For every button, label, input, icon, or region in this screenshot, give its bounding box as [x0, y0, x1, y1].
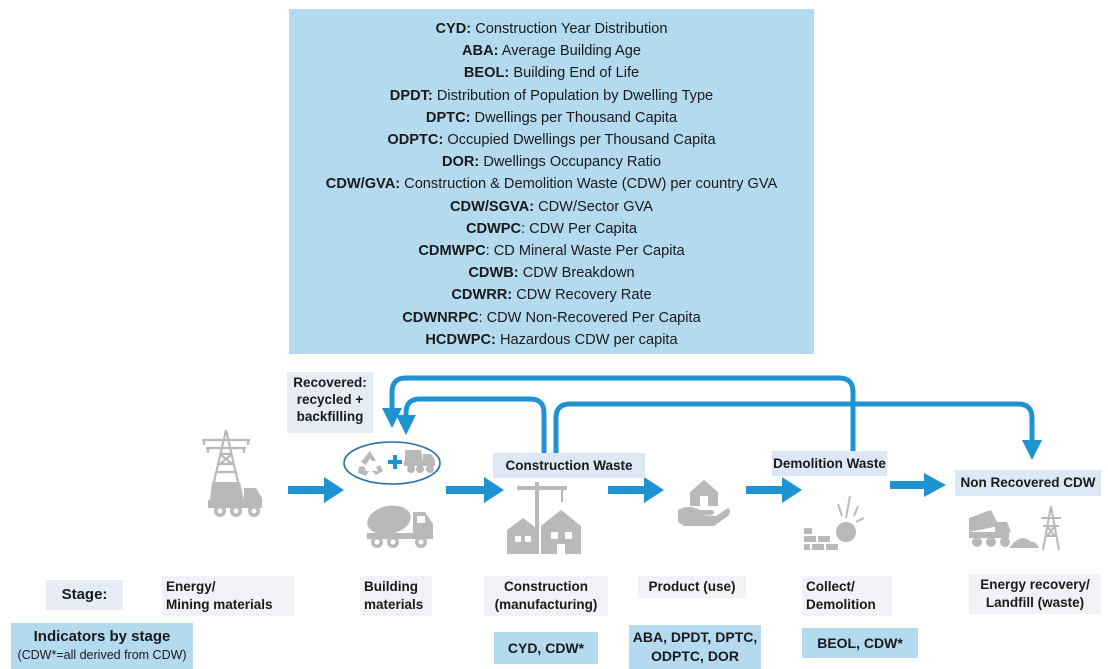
demolition-to-recovered-arrow: [382, 375, 856, 455]
flow-arrow-1: [288, 477, 344, 503]
recycle-icon: [358, 451, 383, 476]
legend-description: Construction & Demolition Waste (CDW) pe…: [400, 176, 778, 193]
legend-abbr: DPDT:: [389, 87, 433, 104]
legend-description: Occupied Dwellings per Thousand Capita: [443, 132, 716, 149]
legend-abbr: CDWRR:: [451, 287, 513, 304]
indicators-note: (CDW*=all derived from CDW): [17, 648, 187, 662]
legend-row: CDWPC: CDW Per Capita: [289, 218, 814, 240]
landfill-icon: [969, 505, 1061, 551]
demolition-waste-label: Demolition Waste: [772, 451, 887, 476]
legend-description: : CDW Per Capita: [521, 220, 638, 237]
legend-row: CDW/SGVA: CDW/Sector GVA: [289, 196, 814, 218]
legend-abbr: CDWB:: [468, 265, 519, 282]
stage-collect-demolition: Collect/ Demolition: [802, 576, 892, 616]
indicator-product-line-1: ABA, DPDT, DPTC,: [632, 629, 758, 645]
legend-abbr: CDWPC: [465, 220, 522, 237]
legend-row: CDW/GVA: Construction & Demolition Waste…: [289, 173, 814, 195]
legend-abbr: CDW/SGVA:: [450, 198, 535, 215]
flow-arrow-5: [890, 473, 946, 497]
indicator-product: ABA, DPDT, DPTC, ODPTC, DOR: [629, 625, 761, 669]
legend-row: DPDT: Distribution of Population by Dwel…: [289, 85, 814, 107]
stage-product-use: Product (use): [638, 576, 746, 598]
legend-description: : CD Mineral Waste Per Capita: [485, 243, 685, 260]
stage-recovery-line-2: Landfill (waste): [985, 595, 1085, 610]
recovered-line-1: Recovered:: [293, 375, 367, 390]
legend-description: Average Building Age: [498, 43, 642, 60]
indicators-title: Indicators by stage: [33, 628, 171, 645]
construction-waste-label: Construction Waste: [493, 453, 645, 478]
legend-description: CDW Breakdown: [518, 265, 635, 282]
legend-row: CDWNRPC: CDW Non-Recovered Per Capita: [289, 307, 814, 329]
legend-abbr: CDW/GVA:: [325, 176, 401, 193]
legend-abbr: DOR:: [442, 154, 480, 171]
legend-row: ABA: Average Building Age: [289, 40, 814, 62]
indicator-product-line-2: ODPTC, DOR: [651, 648, 739, 664]
power-tower-icon: [202, 429, 250, 483]
stage-building-line-1: Building: [364, 579, 418, 594]
legend-description: CDW/Sector GVA: [534, 198, 653, 215]
recovered-label: Recovered: recycled + backfilling: [287, 372, 373, 433]
plus-icon: [388, 455, 402, 469]
stage-energy-recovery: Energy recovery/ Landfill (waste): [969, 574, 1101, 614]
recovered-line-3: backfilling: [296, 409, 364, 424]
construction-to-recovered-arrow: [396, 396, 547, 455]
legend-row: DOR: Dwellings Occupancy Ratio: [289, 151, 814, 173]
legend-abbr: CDMWPC: [418, 243, 486, 260]
legend-row: CDMWPC: CD Mineral Waste Per Capita: [289, 240, 814, 262]
legend-row: BEOL: Building End of Life: [289, 62, 814, 84]
crane-houses-icon: [507, 482, 581, 554]
legend-abbr: HCDWPC:: [425, 331, 496, 348]
indicators-by-stage-box: Indicators by stage (CDW*=all derived fr…: [11, 623, 193, 669]
non-recovered-label: Non Recovered CDW: [955, 470, 1101, 496]
legend-abbr: BEOL:: [463, 65, 510, 82]
stage-collect-line-1: Collect/: [806, 579, 855, 594]
legend-abbr: ODPTC:: [387, 132, 444, 149]
cement-mixer-icon: [367, 505, 433, 548]
stage-construction: Construction (manufacturing): [484, 576, 608, 616]
legend-description: Dwellings Occupancy Ratio: [479, 154, 661, 171]
wrecking-ball-icon: [804, 495, 865, 550]
stage-building-materials: Building materials: [360, 576, 432, 616]
stage-label: Stage:: [46, 580, 123, 610]
indicator-construction: CYD, CDW*: [494, 632, 598, 664]
stage-collect-line-2: Demolition: [806, 597, 876, 612]
stage-building-line-2: materials: [364, 597, 424, 612]
legend-row: ODPTC: Occupied Dwellings per Thousand C…: [289, 129, 814, 151]
small-dump-truck-icon: [404, 450, 435, 473]
legend-row: CDWB: CDW Breakdown: [289, 262, 814, 284]
construction-to-nonrecovered-arrow: [553, 401, 1042, 460]
legend-row: DPTC: Dwellings per Thousand Capita: [289, 107, 814, 129]
hand-house-icon: [678, 480, 730, 526]
legend-description: : CDW Non-Recovered Per Capita: [478, 309, 701, 326]
recovered-line-2: recycled +: [296, 392, 364, 407]
legend-row: CYD: Construction Year Distribution: [289, 18, 814, 40]
legend-row: CDWRR: CDW Recovery Rate: [289, 284, 814, 306]
legend-abbr: DPTC:: [425, 109, 471, 126]
legend-description: CDW Recovery Rate: [512, 287, 652, 304]
stage-construction-line-1: Construction: [504, 579, 588, 594]
legend-abbr: CYD:: [435, 21, 472, 37]
legend-abbr: ABA:: [461, 43, 499, 60]
stage-energy-line-1: Energy/: [166, 579, 216, 594]
stage-energy-line-2: Mining materials: [166, 597, 273, 612]
legend-description: Building End of Life: [509, 65, 640, 82]
stage-product-line-1: Product (use): [648, 579, 736, 594]
dump-truck-icon: [208, 482, 262, 517]
flow-arrow-2: [446, 477, 504, 503]
stage-energy-mining: Energy/ Mining materials: [162, 576, 294, 616]
legend-abbr: CDWNRPC: [402, 309, 479, 326]
legend-row: HCDWPC: Hazardous CDW per capita: [289, 329, 814, 351]
flow-arrow-4: [746, 477, 802, 503]
legend-description: Distribution of Population by Dwelling T…: [432, 87, 714, 104]
legend-description: Hazardous CDW per capita: [495, 331, 678, 348]
stage-construction-line-2: (manufacturing): [494, 597, 598, 612]
legend-description: Construction Year Distribution: [471, 21, 668, 37]
legend-description: Dwellings per Thousand Capita: [470, 109, 678, 126]
stage-recovery-line-1: Energy recovery/: [980, 577, 1090, 592]
flow-arrow-3: [608, 477, 664, 503]
indicator-demolition: BEOL, CDW*: [802, 628, 918, 658]
